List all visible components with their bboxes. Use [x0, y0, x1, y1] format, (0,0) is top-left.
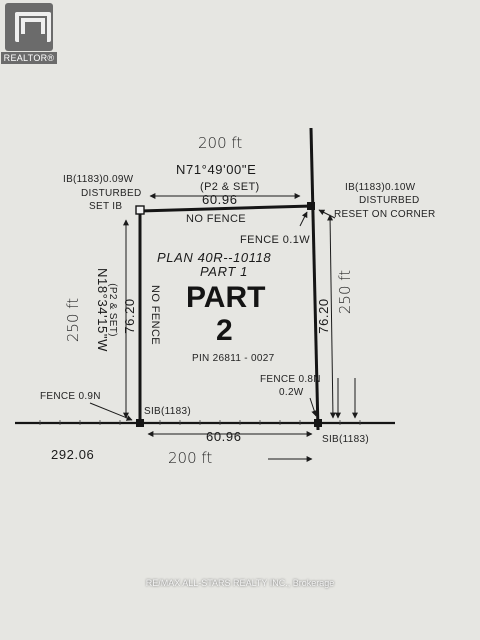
top-source: (P2 & SET)	[200, 181, 260, 193]
north-fence-note: NO FENCE	[186, 213, 246, 225]
west-fence-note: NO FENCE	[149, 285, 161, 345]
left-source: (P2 & SET)	[107, 283, 118, 337]
plan-number: PLAN 40R--10118	[157, 250, 271, 265]
fence-se-leader-arrow	[309, 397, 318, 417]
road-distance: 292.06	[51, 447, 94, 462]
realtor-logo-icon	[5, 3, 53, 51]
nw-corner-marker	[135, 205, 145, 215]
nw-corner-note-2: DISTURBED	[81, 188, 141, 199]
fence-se-note-1: FENCE 0.8N	[260, 374, 321, 385]
top-length-handwritten: 200 ft	[198, 134, 242, 152]
right-dimension-arrow	[327, 214, 336, 419]
top-distance: 60.96	[202, 192, 238, 207]
realtor-logo-text: REALTOR®	[0, 52, 58, 64]
bottom-length-handwritten: 200 ft	[168, 449, 212, 467]
ne-leader-arrow	[318, 209, 336, 219]
plan-part: PART 1	[200, 264, 248, 279]
sib-right-label: SIB(1183)	[322, 434, 369, 445]
ne-corner-note-2: DISTURBED	[359, 195, 419, 206]
left-bearing: N18°34'15"W	[95, 268, 110, 352]
nw-corner-note-1: IB(1183)0.09W	[63, 174, 134, 185]
part-label: PART	[186, 281, 265, 314]
left-length-handwritten: 250 ft	[64, 298, 82, 342]
lot-boundary	[15, 127, 395, 431]
nw-corner-note-3: SET IB	[89, 201, 122, 212]
fence-ne-leader-arrow	[299, 211, 308, 227]
fence-sw-leader-arrow	[89, 402, 133, 421]
fence-ne-note: FENCE 0.1W	[240, 234, 310, 246]
brokerage-credit: RE/MAX ALL-STARS REALTY INC., Brokerage	[145, 578, 335, 588]
sib-left-label: SIB(1183)	[144, 406, 191, 417]
bottom-distance: 60.96	[206, 429, 242, 444]
right-length-handwritten: 250 ft	[336, 270, 354, 314]
fence-se-note-2: 0.2W	[279, 387, 304, 398]
north-boundary-line	[139, 204, 313, 213]
top-bearing: N71°49'00"E	[176, 162, 256, 177]
se-corner-marker	[314, 419, 322, 427]
left-distance: 76.20	[122, 298, 137, 334]
east-boundary-line	[309, 127, 320, 431]
right-distance: 76.20	[316, 298, 331, 334]
ne-corner-note-3: RESET ON CORNER	[334, 209, 436, 220]
pin-number: PIN 26811 - 0027	[192, 353, 275, 364]
sw-corner-marker	[136, 419, 144, 427]
dimension-arrows	[89, 193, 358, 462]
ne-corner-note-1: IB(1183)0.10W	[345, 182, 416, 193]
ne-corner-marker	[307, 202, 315, 210]
realtor-logo: REALTOR®	[0, 3, 58, 65]
fence-sw-note: FENCE 0.9N	[40, 391, 101, 402]
fence-ticks	[39, 420, 361, 425]
part-number: 2	[216, 314, 233, 347]
